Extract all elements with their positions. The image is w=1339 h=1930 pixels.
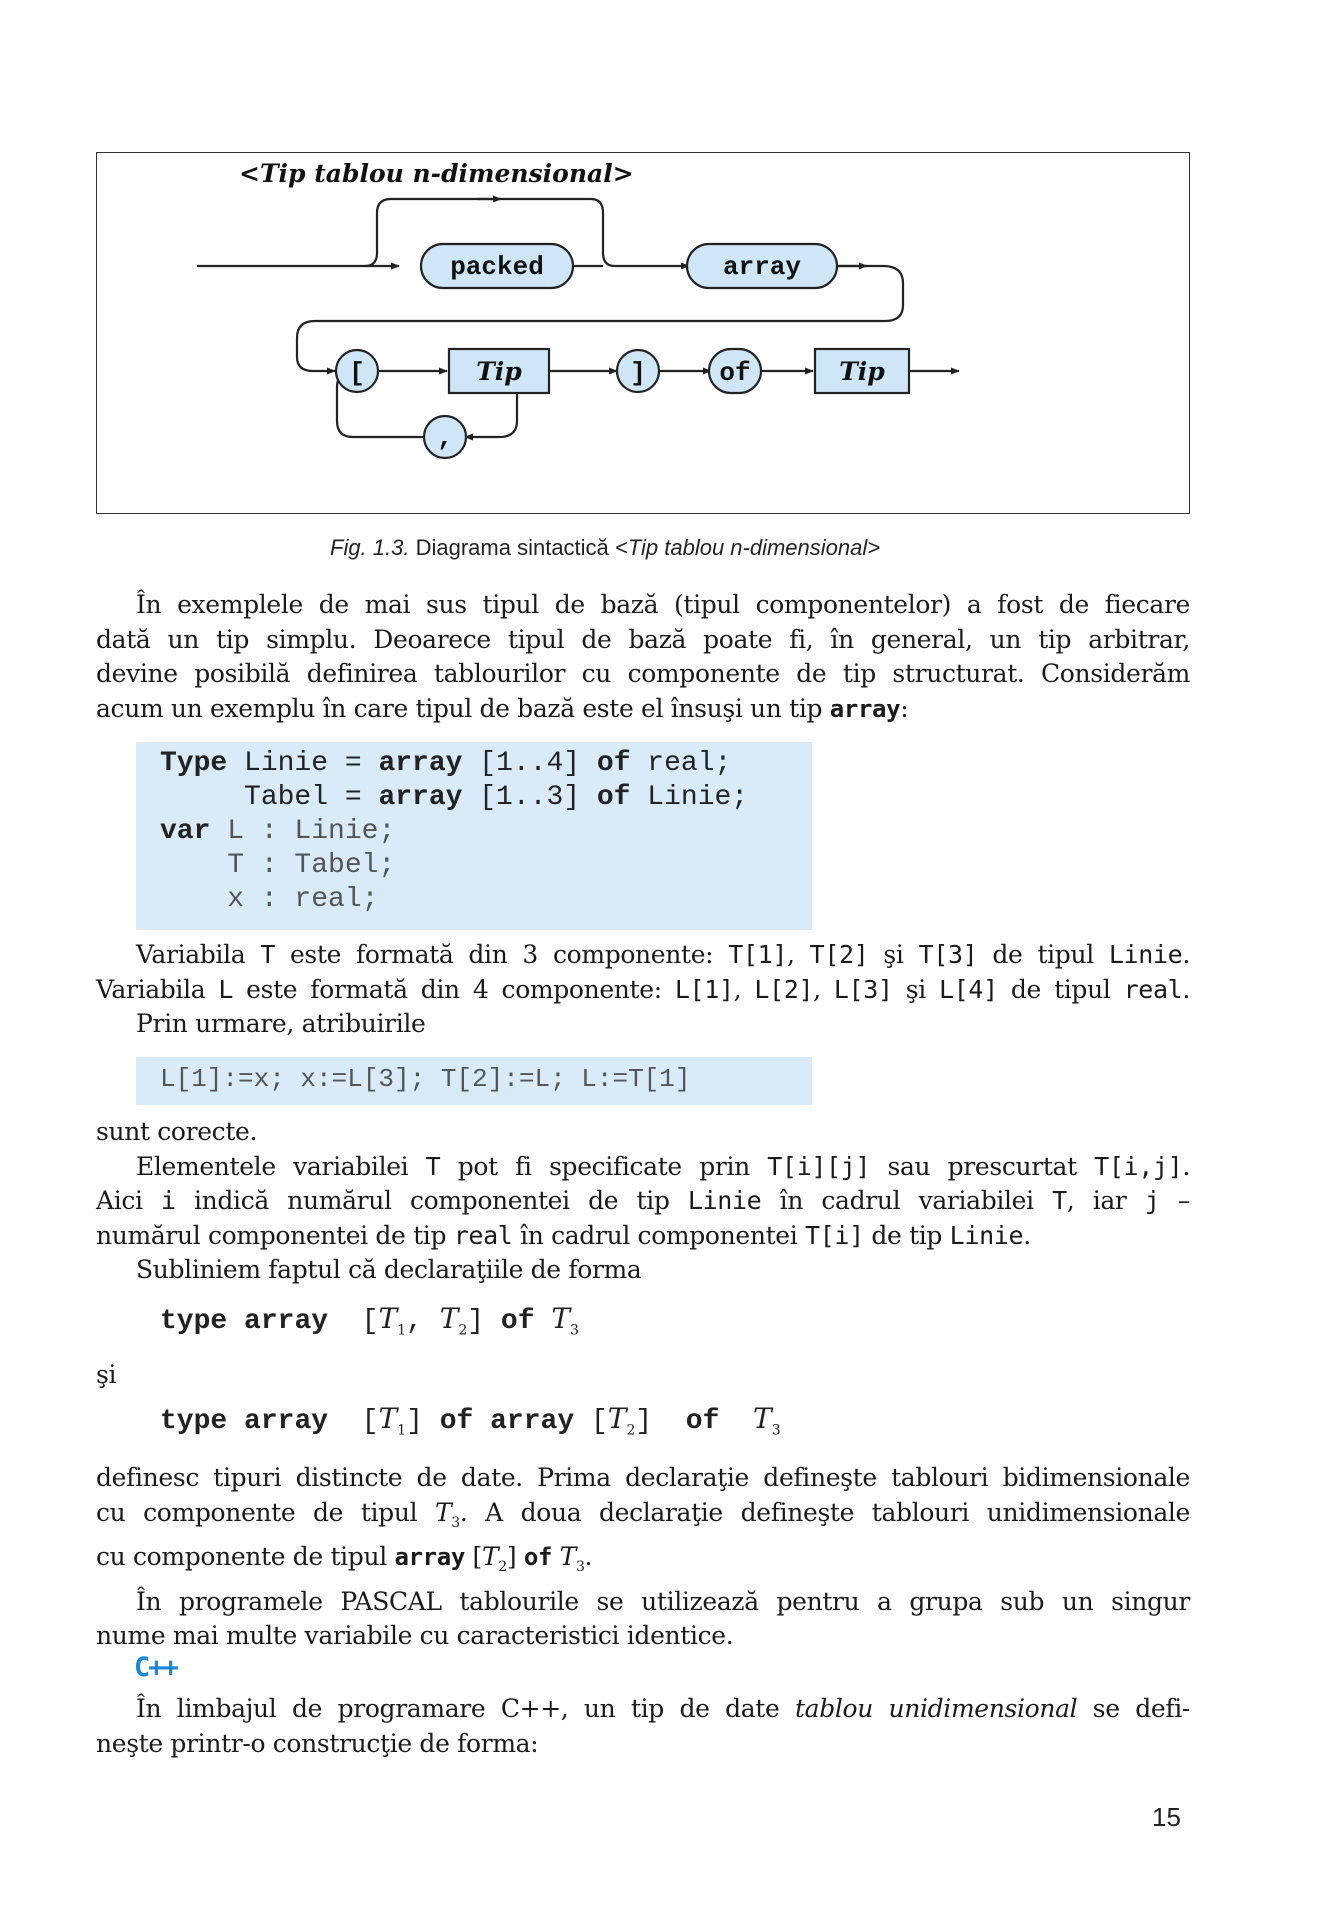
node-tip-1 <box>447 347 551 395</box>
node-of-label: of <box>719 358 750 388</box>
caption-term: <Tip tablou n-dimensional> <box>614 535 881 560</box>
text-line: cu componente de tipul T3. A doua declar… <box>96 1497 1190 1531</box>
text-line: dată un tip simplu. Deoarece tipul de ba… <box>96 624 1190 654</box>
code-line: L[1]:=x; x:=L[3]; T[2]:=L; L:=T[1] <box>160 1064 691 1094</box>
node-comma-label: , <box>437 423 453 453</box>
node-array-label: array <box>723 252 801 282</box>
caption-label: Fig. 1.3. <box>330 535 410 560</box>
declaration-1: type array [T1, T2] of T3 <box>160 1302 579 1339</box>
text-line: În exemplele de mai sus tipul de bază (t… <box>136 590 1190 619</box>
paragraph-3: sunt corecte. Elementele variabilei T po… <box>96 1115 1190 1288</box>
code-line: var L : Linie; <box>160 816 396 847</box>
text-line: devine posibilă definirea tablourilor cu… <box>96 659 1190 688</box>
paragraph-4: definesc tipuri distincte de date. Prima… <box>96 1461 1190 1654</box>
node-of <box>707 347 763 395</box>
text-line: Aici i indică numărul componentei de tip… <box>96 1186 1191 1215</box>
node-close-bracket-label: ] <box>630 358 646 388</box>
node-packed-label: packed <box>450 252 544 282</box>
cpp-section-icon: C++ <box>134 1652 179 1683</box>
paragraph-2: Variabila T este formată din 3 component… <box>96 938 1190 1042</box>
code-line: T : Tabel; <box>160 850 396 881</box>
paragraph-1: În exemplele de mai sus tipul de bază (t… <box>96 588 1190 726</box>
text-line: Elementele variabilei T pot fi specifica… <box>136 1151 1190 1181</box>
diagram-title: <Tip tablou n-dimensional> <box>239 159 634 188</box>
diagram-graphic: packed array [ ] of , Tip Tip <box>197 195 960 460</box>
text-line: Subliniem faptul că declaraţiile de form… <box>136 1255 642 1284</box>
text-line: nume mai multe variabile cu caracteristi… <box>96 1621 734 1650</box>
paragraph-5: În limbajul de programare C++, un tip de… <box>96 1692 1190 1761</box>
code-line: Type Linie = array [1..4] of real; <box>160 748 732 779</box>
node-comma <box>422 414 468 460</box>
code-line: x : real; <box>160 884 379 915</box>
text-line: cu componente de tipul array [T2] of T3. <box>96 1542 593 1575</box>
text-line: neşte printr-o construcţie de forma: <box>96 1728 539 1758</box>
node-array <box>685 242 839 290</box>
declaration-2: type array [T1] of array [T2] of T3 <box>160 1402 781 1439</box>
code-line: Tabel = array [1..3] of Linie; <box>160 782 749 813</box>
text-line: Prin urmare, atribuirile <box>136 1009 426 1038</box>
node-open-bracket-label: [ <box>349 358 365 388</box>
text-line: Variabila L este formată din 4 component… <box>96 974 1190 1004</box>
node-tip-2-label: Tip <box>839 357 885 386</box>
text-line: Variabila T este formată din 3 component… <box>136 940 1190 969</box>
figure-caption: Fig. 1.3. Diagrama sintactică <Tip tablo… <box>330 535 880 561</box>
keyword-array: array <box>829 694 901 723</box>
node-packed <box>419 242 575 290</box>
text-line: definesc tipuri distincte de date. Prima… <box>96 1463 1190 1492</box>
code-block-type-declarations: Type Linie = array [1..4] of real; Tabel… <box>136 742 812 930</box>
flow-bypass-packed <box>364 197 690 270</box>
syntax-diagram: <Tip tablou n-dimensional> <box>96 152 1190 514</box>
text-line: sunt corecte. <box>96 1117 258 1146</box>
page-number: 15 <box>1152 1802 1181 1832</box>
text-line: În programele PASCAL tablourile se utili… <box>136 1586 1190 1616</box>
text-line: numărul componentei de tip real în cadru… <box>96 1220 1031 1250</box>
node-close-bracket <box>615 348 661 394</box>
caption-text: Diagrama sintactică <box>409 535 615 560</box>
text-line: În limbajul de programare C++, un tip de… <box>136 1694 1190 1723</box>
node-open-bracket <box>334 348 380 394</box>
code-block-assignments: L[1]:=x; x:=L[3]; T[2]:=L; L:=T[1] <box>136 1057 812 1105</box>
node-tip-2 <box>813 347 911 395</box>
flow-wrap <box>295 264 905 375</box>
conjunction-si: şi <box>96 1360 117 1389</box>
node-tip-1-label: Tip <box>476 357 522 386</box>
text-line: acum un exemplu în care tipul de bază es… <box>96 693 909 723</box>
